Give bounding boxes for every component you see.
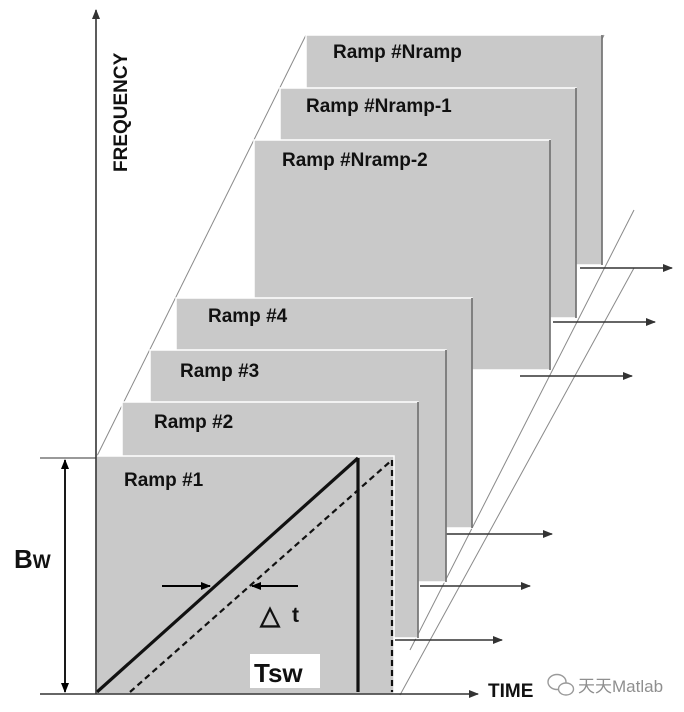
frequency-axis-label: FREQUENCY — [111, 52, 132, 172]
delta-icon: △ — [259, 600, 281, 630]
delay-label: t — [292, 604, 299, 627]
frequency-axis: FREQUENCY — [92, 9, 132, 694]
wechat-icon — [547, 673, 575, 696]
ramp-label-nramp-2: Ramp #Nramp-2 — [282, 150, 428, 171]
ramp-label-2: Ramp #2 — [154, 412, 233, 433]
sweep-time-annotation: Tsw — [250, 654, 320, 688]
watermark-text: 天天Matlab — [578, 677, 663, 696]
time-axis-label: TIME — [488, 681, 533, 702]
time-axis: TIME — [40, 681, 533, 702]
ramp-label-nramp: Ramp #Nramp — [333, 42, 462, 63]
ramp-label-1: Ramp #1 — [124, 470, 204, 491]
ramp-label-4: Ramp #4 — [208, 306, 288, 327]
ramp-label-3: Ramp #3 — [180, 361, 259, 382]
delay-annotation: △ t — [162, 582, 299, 630]
bandwidth-dimension: BW — [8, 457, 96, 693]
sweep-time-label: Tsw — [254, 658, 303, 688]
ramp-panel-1: Ramp #1 — [95, 455, 395, 695]
ramp-label-nramp-1: Ramp #Nramp-1 — [306, 96, 452, 117]
bandwidth-label: BW — [14, 544, 51, 574]
watermark: 天天Matlab — [547, 673, 663, 696]
sweep-ramp-solid — [95, 456, 360, 694]
sweep-ramp-delayed — [129, 459, 393, 693]
